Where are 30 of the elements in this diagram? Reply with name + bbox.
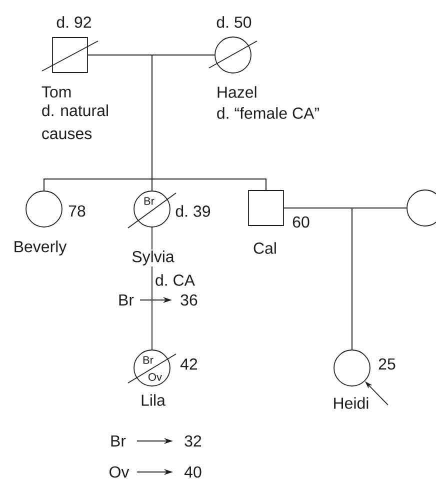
person-label: 40 [183, 465, 203, 479]
person-label: 78 [67, 204, 87, 218]
person-label: d. natural causes [40, 103, 122, 140]
person-label: Cal [252, 241, 278, 255]
person-label: Sylvia [130, 250, 176, 266]
person-label: 25 [377, 357, 397, 371]
person-label: Tom [40, 85, 73, 99]
pedigree-line [352, 208, 407, 350]
person-label: Heidi [332, 396, 370, 410]
person-label: Br [109, 434, 127, 448]
person-label: 36 [179, 293, 199, 307]
person-label: Lila [140, 393, 166, 407]
person-label: Hazel [215, 85, 258, 99]
person-label: d. 39 [174, 204, 212, 218]
pedigree-line [152, 54, 266, 190]
person-square [42, 37, 98, 73]
person-label: d. 50 [215, 15, 253, 29]
person-label: 60 [291, 215, 311, 229]
person-square [248, 190, 284, 226]
person-circle [208, 36, 258, 74]
person-circle [26, 190, 62, 228]
person-label: Ov [108, 465, 130, 479]
person-label: Beverly [12, 240, 68, 256]
person-label: 42 [179, 357, 199, 371]
person-label: Br [117, 294, 135, 306]
person-label: d. 92 [55, 15, 93, 29]
person-label: d. CA [154, 273, 196, 287]
person-circle [334, 350, 370, 386]
person-label: 32 [183, 434, 203, 448]
person-label: d. “female CA” [215, 106, 321, 120]
